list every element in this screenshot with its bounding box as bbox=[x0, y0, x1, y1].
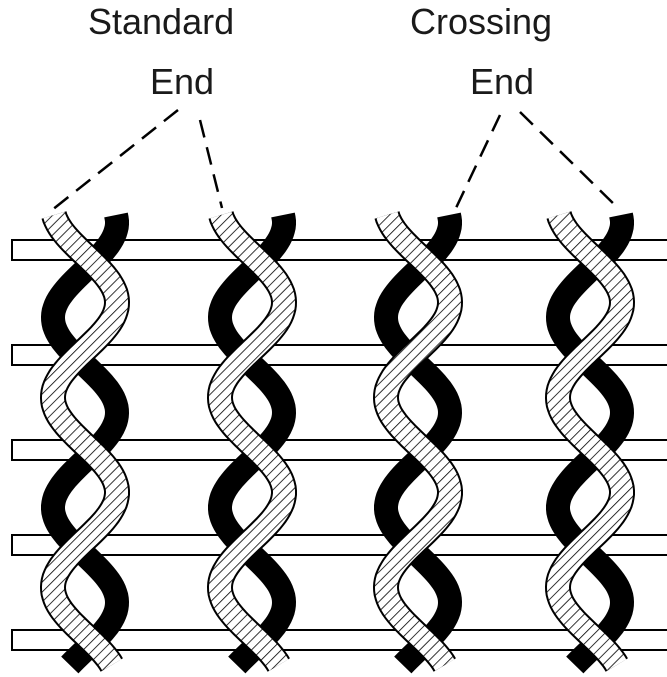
callout-line-3 bbox=[519, 111, 621, 211]
weft-thread-1 bbox=[11, 344, 667, 366]
callout-line-1 bbox=[198, 119, 224, 209]
crossing-end-thread bbox=[373, 212, 463, 674]
weft-thread-4 bbox=[11, 629, 667, 651]
crossing-end-thread bbox=[545, 212, 635, 674]
leno-pair-2 bbox=[372, 211, 464, 674]
standard-end-thread-hatch bbox=[546, 211, 634, 671]
crossing-end-label-line1: Crossing bbox=[410, 1, 553, 42]
weft-thread-3 bbox=[11, 534, 667, 556]
weft-threads bbox=[11, 239, 667, 651]
standard-end-thread-hatch bbox=[374, 211, 462, 671]
standard-end-label-line2: End bbox=[150, 61, 215, 102]
callout-lines bbox=[51, 109, 621, 211]
weft-thread-0 bbox=[11, 239, 667, 261]
callout-line-2 bbox=[454, 114, 502, 209]
warp-threads bbox=[39, 211, 636, 674]
crossing-end-thread bbox=[207, 212, 297, 674]
leno-pair-3 bbox=[544, 211, 636, 674]
leno-pair-0 bbox=[39, 211, 131, 674]
standard-end-thread-hatch bbox=[208, 211, 296, 671]
callout-line-0 bbox=[51, 109, 179, 211]
standard-end-thread-hatch bbox=[41, 211, 129, 671]
crossing-end-label-line2: End bbox=[470, 61, 535, 102]
leno-pair-1 bbox=[206, 211, 298, 674]
crossing-end-thread bbox=[40, 212, 130, 674]
standard-end-label-line1: Standard bbox=[88, 1, 235, 42]
weft-thread-2 bbox=[11, 439, 667, 461]
